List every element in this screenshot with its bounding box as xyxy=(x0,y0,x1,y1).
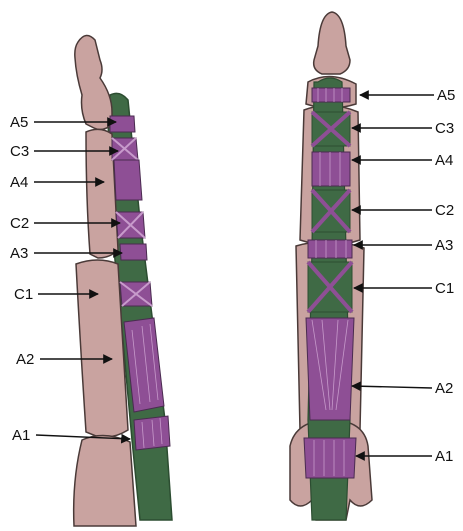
lateral-label-c1: C1 xyxy=(14,286,33,303)
lateral-label-a5: A5 xyxy=(10,114,28,131)
palmar-label-a2: A2 xyxy=(435,380,453,397)
palmar-label-c2: C2 xyxy=(435,202,454,219)
palmar-arrow-a2 xyxy=(352,386,432,388)
palmar-pulley-a3 xyxy=(308,240,352,258)
lateral-label-c3: C3 xyxy=(10,143,29,160)
lateral-pulley-c3 xyxy=(112,138,138,160)
lateral-label-a3: A3 xyxy=(10,245,28,262)
lateral-metacarpal xyxy=(74,435,136,526)
palmar-pulley-c3 xyxy=(312,112,350,146)
lateral-label-c2: C2 xyxy=(10,215,29,232)
lateral-pulley-a4 xyxy=(114,160,142,200)
lateral-label-a2: A2 xyxy=(16,351,34,368)
palmar-label-a1: A1 xyxy=(435,448,453,465)
palmar-fingertip xyxy=(314,12,350,74)
palmar-pulley-c2 xyxy=(312,190,350,232)
lateral-pulley-c2 xyxy=(116,212,145,238)
palmar-label-a4: A4 xyxy=(435,152,453,169)
lateral-label-a1: A1 xyxy=(12,427,30,444)
lateral-pulley-a1 xyxy=(134,416,170,450)
lateral-pulley-a5 xyxy=(110,116,135,132)
palmar-label-c1: C1 xyxy=(435,280,454,297)
palmar-label-c3: C3 xyxy=(435,120,454,137)
palmar-pulley-c1 xyxy=(308,262,352,312)
palmar-pulley-a2 xyxy=(306,318,354,420)
lateral-pulley-c1 xyxy=(120,282,152,306)
palmar-labels: A5 C3 A4 C2 A3 C1 A2 A1 xyxy=(352,87,455,465)
lateral-pulley-a3 xyxy=(120,244,147,260)
lateral-distal-phalanx xyxy=(75,35,112,129)
palmar-pulley-a4 xyxy=(312,152,350,186)
palmar-view-finger xyxy=(290,12,372,520)
palmar-pulley-a1 xyxy=(304,438,356,478)
palmar-label-a5: A5 xyxy=(437,87,455,104)
lateral-label-a4: A4 xyxy=(10,174,28,191)
palmar-pulley-a5 xyxy=(312,88,350,102)
lateral-view-finger xyxy=(74,35,172,526)
palmar-label-a3: A3 xyxy=(435,237,453,254)
